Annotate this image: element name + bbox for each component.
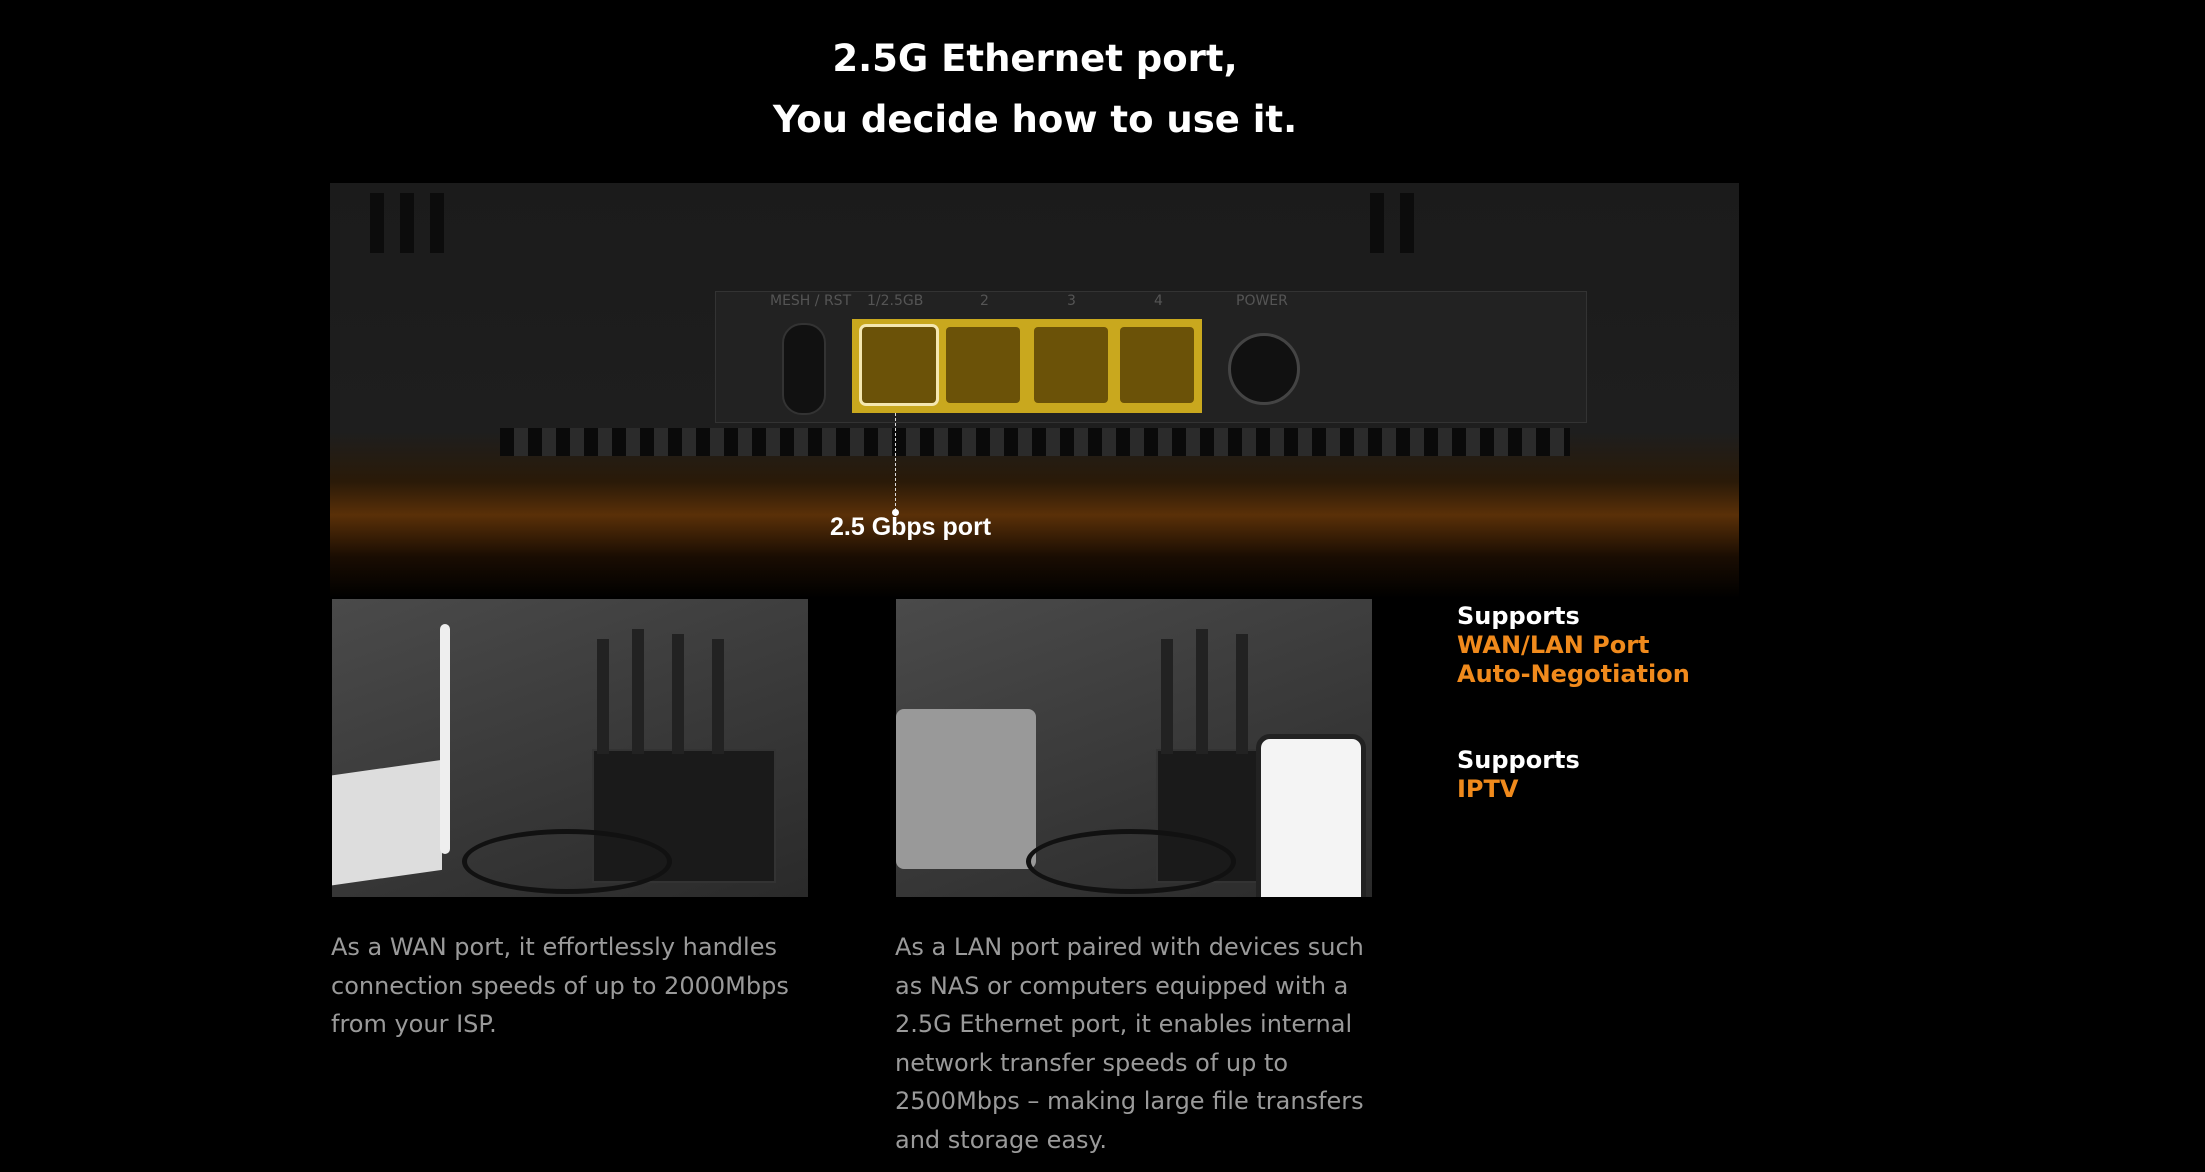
router-back-image: MESH / RST 1/2.5GB 2 3 4 POWER 2.5 Gbps … bbox=[330, 183, 1739, 598]
port-label: MESH / RST bbox=[770, 293, 852, 309]
feature-iptv: Supports IPTV bbox=[1457, 746, 1580, 803]
ethernet-port-icon bbox=[862, 327, 936, 403]
port-label: 2 bbox=[980, 293, 989, 309]
phone bbox=[1256, 734, 1366, 897]
ethernet-port-icon bbox=[1120, 327, 1194, 403]
port-callout: 2.5 Gbps port bbox=[830, 513, 992, 541]
ethernet-port-icon bbox=[1034, 327, 1108, 403]
reset-button-icon bbox=[782, 323, 826, 415]
port-label: POWER bbox=[1236, 293, 1288, 309]
page-title: 2.5G Ethernet port, You decide how to us… bbox=[772, 37, 1298, 141]
ethernet-ports bbox=[852, 319, 1202, 413]
port-label: 1/2.5GB bbox=[867, 293, 924, 309]
power-jack-icon bbox=[1228, 333, 1300, 405]
port-label: 3 bbox=[1067, 293, 1076, 309]
wan-usage-image bbox=[332, 599, 808, 897]
vent-grill bbox=[500, 428, 1570, 456]
lan-usage-image bbox=[896, 599, 1372, 897]
lan-description: As a LAN port paired with devices such a… bbox=[895, 933, 1364, 1154]
ethernet-port-icon bbox=[946, 327, 1020, 403]
wan-description: As a WAN port, it effortlessly handles c… bbox=[331, 933, 789, 1038]
nas-device bbox=[896, 709, 1036, 869]
modem bbox=[332, 759, 442, 889]
port-label: 4 bbox=[1154, 293, 1163, 309]
feature-wan-lan: Supports WAN/LAN Port Auto-Negotiation bbox=[1457, 602, 1690, 688]
